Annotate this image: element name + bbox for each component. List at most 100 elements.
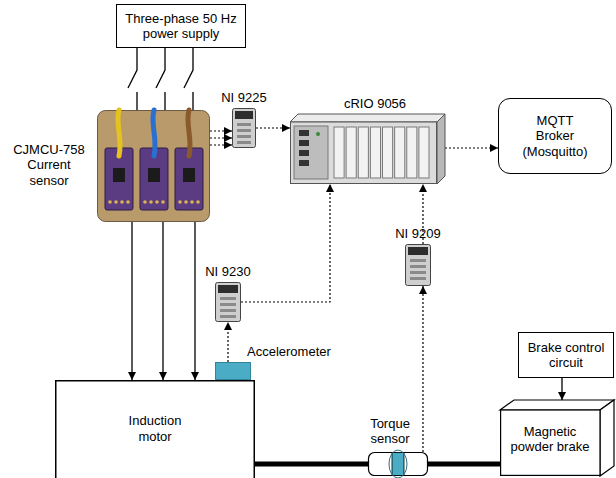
current-sensor-photo: CJMCU-758 Current sensor xyxy=(97,110,210,222)
status-led xyxy=(316,132,320,136)
module-body xyxy=(406,245,431,286)
power-supply-box: Three-phase 50 Hz power supply xyxy=(116,4,246,48)
broker-box: MQTT Broker (Mosquitto) xyxy=(498,98,612,174)
shape-graphic xyxy=(215,362,251,380)
phase-wire-arrow xyxy=(131,222,132,380)
module-body xyxy=(216,283,241,322)
perfboard xyxy=(98,111,210,222)
band-ring xyxy=(389,450,407,478)
shape-graphic xyxy=(215,282,241,322)
node-label: NI 9209 xyxy=(388,226,448,241)
shape-graphic xyxy=(97,110,210,222)
pin-pad xyxy=(161,200,165,204)
node-label: NI 9225 xyxy=(214,90,274,105)
accelerometer-block: Accelerometer xyxy=(215,362,251,380)
shape-graphic xyxy=(232,108,256,148)
module-terminal xyxy=(220,297,236,300)
module-body xyxy=(233,109,256,148)
port xyxy=(299,140,309,146)
module-slot xyxy=(383,127,393,178)
node-label: cRIO 9056 xyxy=(330,96,420,111)
pin-pad xyxy=(149,200,153,204)
sensor-chip xyxy=(148,168,160,182)
phase-wire-switch xyxy=(184,48,193,110)
chassis-top xyxy=(290,114,445,122)
sensor-wire xyxy=(188,110,190,156)
brake-box: Magnetic powder brake xyxy=(500,400,614,476)
module-terminal xyxy=(220,309,236,312)
motor-box: Induction motor xyxy=(55,380,255,477)
node-label: CJMCU-758 Current sensor xyxy=(9,142,89,188)
module-terminal xyxy=(410,277,426,280)
io-module: NI 9225 xyxy=(232,108,256,148)
shape-graphic xyxy=(290,114,445,184)
port xyxy=(299,160,309,166)
module-connector xyxy=(408,247,428,255)
signal-connector xyxy=(241,184,330,302)
node-label: Induction motor xyxy=(115,413,195,444)
torque-band xyxy=(392,453,404,476)
sensor-chip xyxy=(113,168,125,182)
module-terminal xyxy=(237,141,251,144)
module-slot xyxy=(346,127,356,178)
module-slot xyxy=(419,127,429,178)
module-terminal xyxy=(237,135,251,138)
node-label: Brake control circuit xyxy=(520,340,612,371)
pin-pad xyxy=(120,200,124,204)
sensor-chip xyxy=(183,168,195,182)
pin-pad xyxy=(126,200,130,204)
io-module: NI 9209 xyxy=(405,244,431,286)
sensor-wire xyxy=(153,110,155,156)
power-connector xyxy=(561,378,562,400)
module-connector xyxy=(218,285,238,293)
pin-pad xyxy=(190,200,194,204)
module-terminal xyxy=(220,303,236,306)
port xyxy=(299,130,309,136)
phase-wire-arrow xyxy=(194,222,195,380)
power-connector xyxy=(156,48,165,110)
brake-side xyxy=(600,400,614,476)
signal-connector xyxy=(227,322,228,362)
torque-sensor: Torque sensor xyxy=(368,452,428,476)
module-terminal xyxy=(410,271,426,274)
pin-pad xyxy=(108,200,112,204)
shape-graphic xyxy=(405,244,431,286)
node-label: MQTT Broker (Mosquitto) xyxy=(517,113,593,159)
controller-panel xyxy=(294,126,328,179)
motor-outline xyxy=(56,381,255,478)
module-slot xyxy=(334,127,344,178)
module-connector xyxy=(235,111,253,119)
pin-pad xyxy=(155,200,159,204)
module-terminal xyxy=(410,259,426,262)
module-terminal xyxy=(237,129,251,132)
module-terminal xyxy=(410,265,426,268)
module-slot xyxy=(395,127,405,178)
pin-pad xyxy=(178,200,182,204)
brake-front xyxy=(501,410,600,475)
port xyxy=(299,150,309,156)
chassis-front xyxy=(291,122,437,184)
module-slot xyxy=(358,127,368,178)
signal-connector xyxy=(422,286,423,452)
signal-arrow xyxy=(210,144,232,145)
pin-pad xyxy=(143,200,147,204)
signal-arrow xyxy=(210,130,232,131)
sensor-wire xyxy=(118,110,120,156)
node-label: Magnetic powder brake xyxy=(505,424,595,455)
chassis-side xyxy=(437,114,445,184)
io-module: NI 9230 xyxy=(215,282,241,322)
pin-pad xyxy=(196,200,200,204)
node-label: Three-phase 50 Hz power supply xyxy=(121,11,241,42)
power-connector xyxy=(162,222,163,380)
node-label: NI 9230 xyxy=(198,264,258,279)
pin-pad xyxy=(184,200,188,204)
signal-connector xyxy=(256,127,290,128)
shape-graphic xyxy=(368,452,428,476)
coupling-body xyxy=(369,453,428,476)
module-terminal xyxy=(220,315,236,318)
motor-shaft xyxy=(428,462,500,467)
signal-connector xyxy=(445,147,498,148)
module-terminal xyxy=(237,123,251,126)
